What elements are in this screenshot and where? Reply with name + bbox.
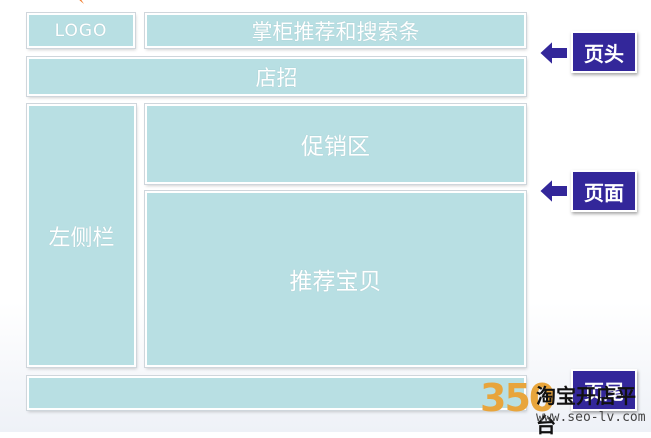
left-sidebar-label: 左侧栏 (48, 225, 115, 251)
footer-tag: 页尾 (571, 369, 637, 411)
footer-block (27, 376, 526, 410)
promo-area-label: 促销区 (301, 134, 370, 160)
promo-area-block: 促销区 (145, 104, 526, 184)
body-tag-label: 页面 (584, 180, 624, 205)
watermark-url: www.seo-lv.com (536, 410, 646, 425)
header-bar-label: 掌柜推荐和搜索条 (251, 19, 420, 44)
logo-block: LOGO (27, 13, 135, 48)
header-tag: 页头 (571, 31, 637, 73)
left-arrow-icon (537, 176, 569, 206)
watermark-number: 350 (480, 376, 555, 420)
left-arrow-icon (537, 38, 569, 68)
footer-tag-label: 页尾 (584, 379, 624, 404)
watermark: 350 淘宝开店平台 www.seo-lv.com (480, 376, 651, 437)
shop-sign-label: 店招 (255, 65, 298, 90)
orange-corner-icon (79, 0, 84, 4)
watermark-title: 淘宝开店平台 (536, 384, 636, 437)
recommended-items-label: 推荐宝贝 (289, 269, 382, 295)
body-tag: 页面 (571, 170, 637, 212)
shop-sign-block: 店招 (27, 57, 526, 96)
left-sidebar-block: 左侧栏 (27, 104, 136, 367)
recommended-items-block: 推荐宝贝 (145, 191, 526, 367)
header-bar-block: 掌柜推荐和搜索条 (145, 13, 526, 48)
logo-label: LOGO (54, 20, 108, 41)
header-tag-label: 页头 (584, 41, 624, 66)
